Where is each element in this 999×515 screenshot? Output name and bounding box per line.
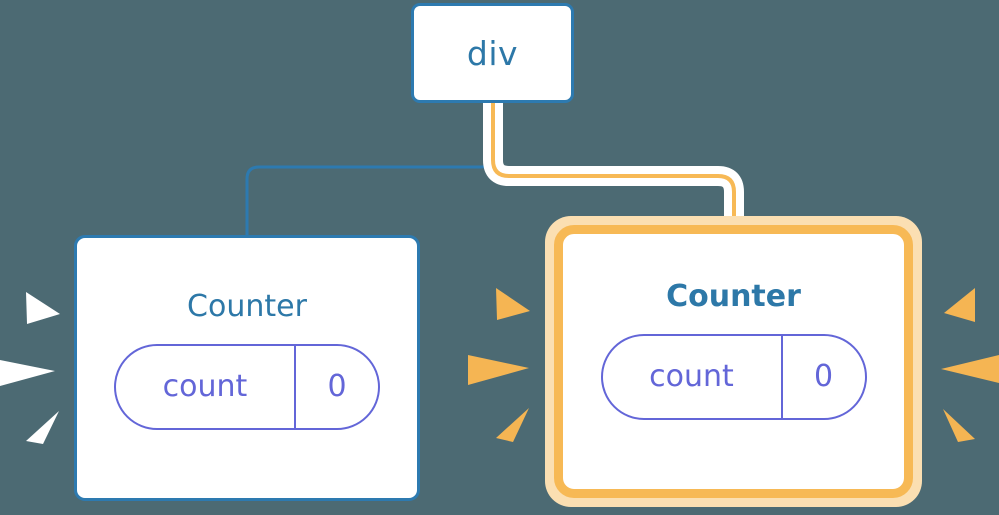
counter-right-state-pill: count 0 [600, 334, 867, 420]
burst-wedge-orange-right-top [944, 288, 975, 322]
burst-wedge-orange-mid-bottom [496, 408, 529, 442]
node-counter-right-glow: Counter count 0 [545, 216, 922, 507]
node-counter-right[interactable]: Counter count 0 [554, 225, 913, 498]
counter-left-state-pill: count 0 [114, 344, 380, 430]
node-counter-left[interactable]: Counter count 0 [74, 235, 420, 501]
node-div[interactable]: div [411, 3, 574, 103]
counter-left-title: Counter [187, 289, 307, 324]
node-counter-right-body: Counter count 0 [563, 234, 904, 489]
counter-right-state-key: count [649, 359, 734, 394]
node-counter-left-body: Counter count 0 [77, 238, 417, 498]
burst-wedge-orange-right-bottom [943, 409, 975, 442]
connector-div-to-right-counter [491, 101, 736, 242]
counter-left-state-key: count [162, 369, 248, 404]
burst-wedge-white-top [26, 292, 60, 324]
node-div-label: div [466, 33, 519, 73]
counter-right-state-value: 0 [780, 336, 865, 418]
counter-right-title: Counter [666, 279, 801, 314]
burst-wedge-orange-mid-middle [468, 355, 529, 385]
burst-wedge-orange-right-middle [941, 355, 999, 383]
burst-wedge-orange-mid-top [496, 288, 530, 320]
burst-wedge-white-middle [0, 360, 55, 386]
counter-left-state-value: 0 [294, 346, 378, 428]
burst-wedge-white-bottom [26, 411, 59, 444]
